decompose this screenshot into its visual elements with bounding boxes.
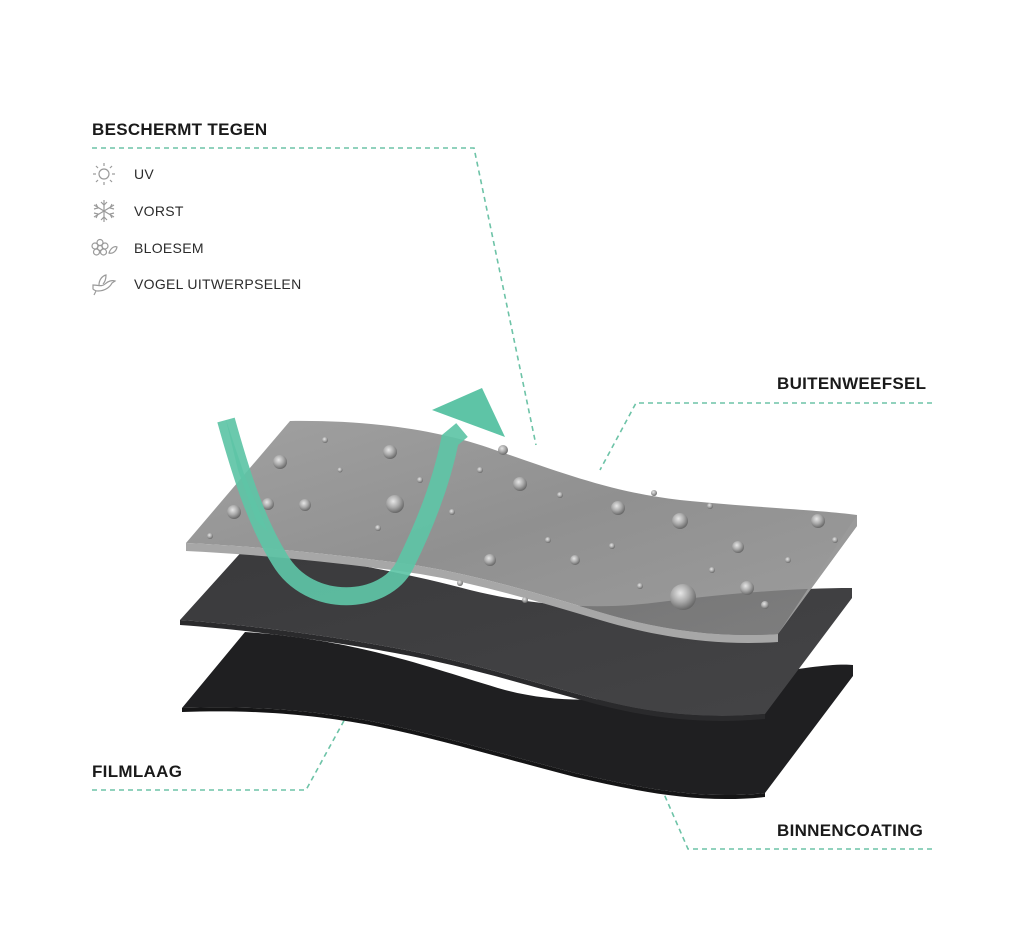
water-droplet xyxy=(740,581,754,595)
protection-item-bird: VOGEL UITWERPSELEN xyxy=(90,266,301,303)
leader-lines xyxy=(92,147,932,850)
water-droplet xyxy=(609,543,615,549)
water-droplet xyxy=(637,583,643,589)
water-droplet xyxy=(761,601,769,609)
protection-label-blossom: BLOESEM xyxy=(134,239,204,256)
protection-item-blossom: BLOESEM xyxy=(90,229,301,266)
water-droplet xyxy=(811,514,825,528)
water-droplet xyxy=(545,537,551,543)
water-droplet xyxy=(732,541,744,553)
water-droplet xyxy=(322,437,328,443)
arrow-head xyxy=(432,388,505,437)
leader-line-inner-coating xyxy=(619,692,932,850)
protection-title: BESCHERMT TEGEN xyxy=(92,120,268,139)
water-droplet xyxy=(337,467,343,473)
water-droplet xyxy=(522,597,528,603)
water-droplet xyxy=(383,445,397,459)
water-droplet xyxy=(477,467,483,473)
water-droplet xyxy=(707,503,713,509)
water-droplet xyxy=(570,555,580,565)
protection-item-uv: UV xyxy=(90,156,301,193)
water-droplets xyxy=(207,437,838,610)
water-droplet xyxy=(227,505,241,519)
water-droplet xyxy=(417,477,423,483)
water-droplet xyxy=(832,537,838,543)
label-film-layer: FILMLAAG xyxy=(92,762,183,781)
blossom-icon xyxy=(90,236,118,260)
water-droplet xyxy=(670,584,696,610)
water-droplet xyxy=(262,498,274,510)
ventilation-arrow xyxy=(217,388,505,606)
water-droplet xyxy=(651,490,657,496)
protection-label-bird: VOGEL UITWERPSELEN xyxy=(134,276,302,293)
bird-icon xyxy=(90,272,118,296)
water-droplet xyxy=(386,495,404,513)
water-droplet xyxy=(484,554,496,566)
water-droplet xyxy=(375,525,381,531)
water-droplet xyxy=(709,567,715,573)
protection-label-uv: UV xyxy=(134,166,155,183)
water-droplet xyxy=(457,580,463,586)
label-outer-fabric: BUITENWEEFSEL xyxy=(777,374,927,393)
water-droplet xyxy=(299,499,311,511)
water-droplet xyxy=(498,445,508,455)
water-droplet xyxy=(449,509,455,515)
protection-list: UV VORST BLOESEM xyxy=(90,156,301,303)
outer-fabric-layer xyxy=(186,420,857,644)
snowflake-icon xyxy=(90,199,118,223)
water-droplet xyxy=(557,492,563,498)
sun-icon xyxy=(90,162,118,186)
water-droplet xyxy=(611,501,625,515)
water-droplet xyxy=(273,455,287,469)
inner-coating-layer xyxy=(182,632,853,800)
leader-line-outer-fabric xyxy=(599,402,932,471)
water-droplet xyxy=(207,533,213,539)
label-inner-coating: BINNENCOATING xyxy=(777,821,924,840)
protection-item-frost: VORST xyxy=(90,193,301,230)
water-droplet xyxy=(672,513,688,529)
protection-label-frost: VORST xyxy=(134,203,184,220)
water-droplet xyxy=(513,477,527,491)
leader-line-protection xyxy=(92,147,537,446)
water-droplet xyxy=(785,557,791,563)
